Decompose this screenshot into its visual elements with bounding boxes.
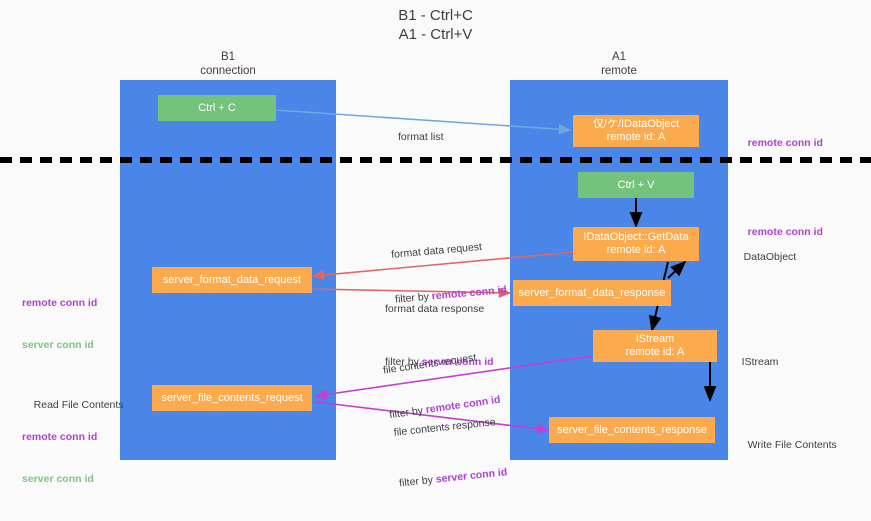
flow-label-format-list: format list [398, 100, 444, 175]
box-ctrl-c-label: Ctrl + C [198, 101, 236, 114]
page-title: B1 - Ctrl+C A1 - Ctrl+V [398, 7, 473, 43]
box-istream-line2: remote id: A [625, 346, 685, 358]
annotation-left-mid-conn-ids: remote conn id server conn id [22, 268, 97, 380]
box-idataobject-top[interactable]: 仅/ケ/IDataObject remote id: A [573, 115, 699, 147]
annotation-left-bottom-remote-conn-id-text: remote conn id [22, 431, 98, 443]
column-header-b1: B1 connection [200, 51, 256, 77]
box-server-format-data-response[interactable]: server_format_data_response [513, 280, 671, 306]
accent-server-conn-id-2: server conn id [435, 466, 508, 486]
box-ctrl-v[interactable]: Ctrl + V [578, 172, 694, 198]
box-idataobject-getdata[interactable]: IDataObject::GetData remote id: A [573, 227, 699, 261]
annotation-right-istream-text: IStream [741, 356, 779, 368]
flow-label-file-contents-response: file contents response filter by server … [390, 385, 511, 521]
flow-label-file-contents-response-line2: filter by server conn id [398, 465, 508, 491]
flow-label-format-list-line1: format list [398, 131, 444, 143]
annotation-right-top-remote-conn-id: remote conn id [736, 122, 823, 164]
annotation-right-write-file-contents-text: Write File Contents [747, 439, 837, 451]
annotation-left-bottom-server-conn-id-text: server conn id [22, 473, 94, 485]
annotation-right-dataobject: DataObject [732, 236, 797, 278]
annotation-right-istream: IStream [730, 341, 779, 383]
flow-label-format-data-response-line1: format data response [385, 303, 485, 315]
box-server-format-data-request[interactable]: server_format_data_request [152, 267, 312, 293]
diagram-canvas: B1 - Ctrl+C A1 - Ctrl+V B1 connection A1… [0, 7, 871, 489]
section-divider [0, 157, 871, 163]
box-istream-line1: IStream [635, 333, 675, 345]
filter-by-prefix-4: filter by [398, 473, 437, 490]
box-ctrl-v-label: Ctrl + V [617, 178, 655, 191]
box-idataobject-top-line2: remote id: A [606, 131, 666, 143]
annotation-left-read-file-contents: Read File Contents [22, 384, 124, 426]
box-idataobject-top-line1: 仅/ケ/IDataObject [592, 118, 680, 130]
annotation-right-mid-remote-conn-id: remote conn id [736, 211, 823, 253]
annotation-right-mid-remote-conn-id-text: remote conn id [747, 226, 823, 238]
annotation-left-read-file-contents-text: Read File Contents [33, 399, 124, 411]
annotation-left-mid-remote-conn-id-text: remote conn id [22, 297, 98, 309]
box-server-file-contents-response[interactable]: server_file_contents_response [549, 417, 715, 443]
box-ctrl-c[interactable]: Ctrl + C [158, 95, 276, 121]
flow-label-format-data-request-line1: format data request [390, 240, 483, 261]
annotation-left-mid-server-conn-id-text: server conn id [22, 339, 94, 351]
column-header-a1: A1 remote [601, 51, 637, 77]
flow-label-file-contents-request-line1: file contents request [382, 351, 478, 377]
box-server-file-contents-response-label: server_file_contents_response [557, 423, 707, 436]
box-idataobject-getdata-line1: IDataObject::GetData [583, 231, 689, 243]
annotation-right-top-remote-conn-id-text: remote conn id [747, 137, 823, 149]
flow-label-file-contents-response-line1: file contents response [393, 416, 497, 439]
box-server-file-contents-request[interactable]: server_file_contents_request [152, 385, 312, 411]
box-server-file-contents-request-label: server_file_contents_request [161, 391, 303, 404]
box-istream[interactable]: IStream remote id: A [593, 330, 717, 362]
box-server-format-data-request-label: server_format_data_request [162, 273, 302, 286]
box-server-format-data-response-label: server_format_data_response [518, 286, 666, 299]
annotation-left-bottom-conn-ids: remote conn id server conn id [22, 402, 97, 514]
box-idataobject-getdata-line2: remote id: A [606, 244, 666, 256]
annotation-right-dataobject-text: DataObject [743, 251, 797, 263]
annotation-right-write-file-contents: Write File Contents [736, 424, 837, 466]
